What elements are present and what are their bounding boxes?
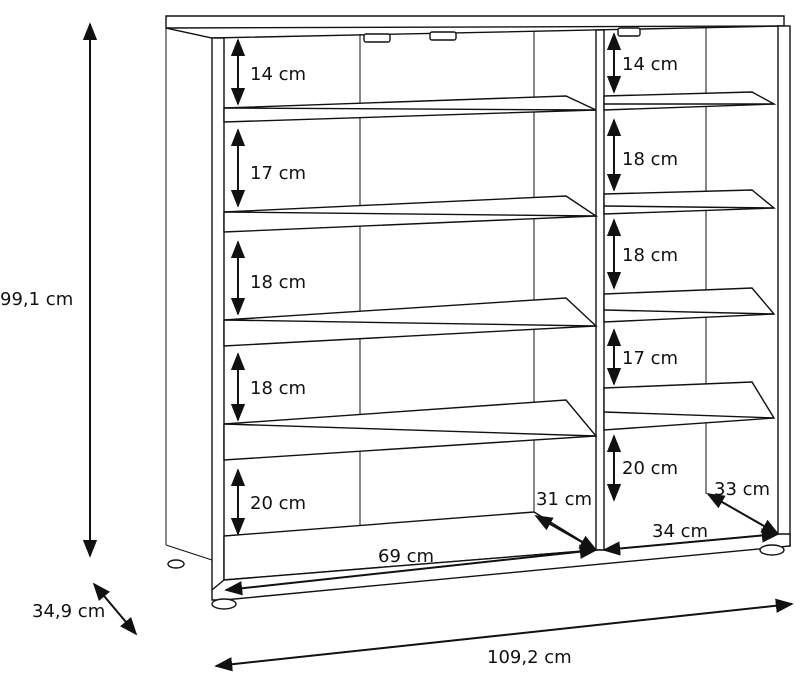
right-compartment-label-5: 20 cm xyxy=(622,458,678,479)
right-side-panel xyxy=(777,25,791,547)
height-label: 99,1 cm xyxy=(0,289,73,310)
width-arrow xyxy=(214,598,794,672)
right-compartment-label-1: 14 cm xyxy=(622,54,678,75)
left-compartment-label-5: 20 cm xyxy=(250,493,306,514)
depth-label: 34,9 cm xyxy=(32,601,105,622)
bracket-icon xyxy=(363,33,391,43)
wall-brackets xyxy=(363,27,641,43)
left-shelf-3 xyxy=(223,297,598,347)
right-shelf-3 xyxy=(603,287,776,323)
right-depth-arrow xyxy=(706,493,780,535)
right-shelf-2 xyxy=(603,189,776,215)
left-depth-label: 31 cm xyxy=(536,489,592,510)
left-compartment-label-2: 17 cm xyxy=(250,163,306,184)
depth-arrow xyxy=(92,582,138,636)
width-label: 109,2 cm xyxy=(487,647,572,668)
middle-divider xyxy=(595,29,605,551)
dimension-lines xyxy=(82,22,794,672)
right-shelf-4 xyxy=(603,381,776,431)
right-compartment-label-2: 18 cm xyxy=(622,149,678,170)
foot-front-right xyxy=(759,544,785,556)
bracket-icon xyxy=(429,31,457,41)
left-width-label: 69 cm xyxy=(378,546,434,567)
left-depth-arrow xyxy=(534,515,598,551)
right-depth-label: 33 cm xyxy=(714,479,770,500)
bracket-icon xyxy=(617,27,641,37)
foot-back-left xyxy=(167,559,185,569)
left-compartment-label-4: 18 cm xyxy=(250,378,306,399)
right-shelves xyxy=(603,91,777,431)
dimension-labels: 99,1 cm 34,9 cm 109,2 cm 69 cm 31 cm 34 … xyxy=(0,54,770,668)
foot-front-left xyxy=(211,598,237,610)
left-compartment-label-3: 18 cm xyxy=(250,272,306,293)
right-shelf-1 xyxy=(603,91,777,111)
right-compartment-label-4: 17 cm xyxy=(622,348,678,369)
right-width-label: 34 cm xyxy=(652,521,708,542)
left-compartment-label-1: 14 cm xyxy=(250,64,306,85)
right-width-arrow xyxy=(602,528,780,556)
right-compartment-label-3: 18 cm xyxy=(622,245,678,266)
left-side-panel xyxy=(211,37,225,591)
left-width-arrow xyxy=(224,544,598,596)
